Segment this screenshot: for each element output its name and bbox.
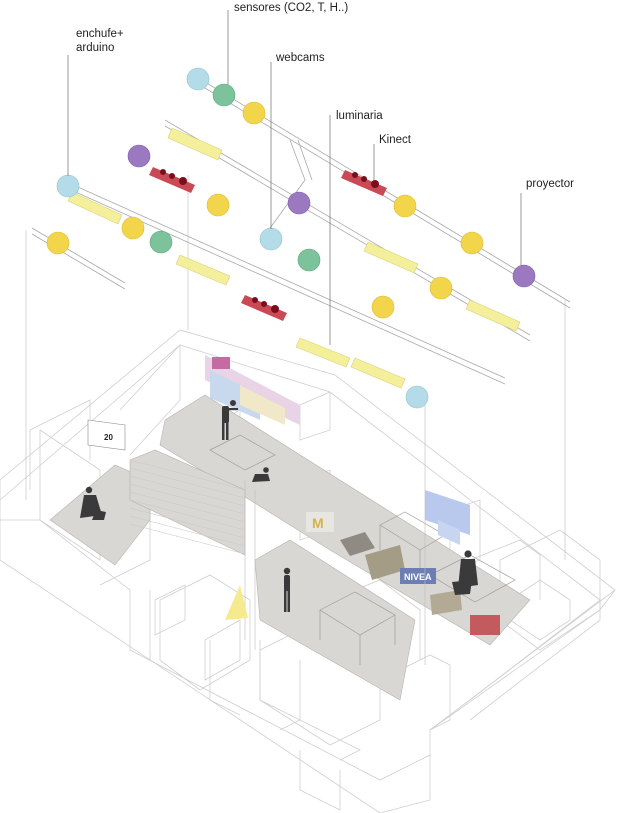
floor-image-red-logo [470, 615, 500, 635]
kinect-unit [149, 167, 195, 193]
sensor-node [212, 83, 236, 107]
sensor-node [149, 230, 173, 254]
webcam-node [56, 174, 80, 198]
label-sensores: sensores (CO2, T, H..) [234, 2, 349, 14]
person-at-wall [222, 400, 238, 440]
kinect-units [149, 167, 387, 321]
luminaire-bar [167, 127, 223, 161]
socket-arduino-node [429, 276, 453, 300]
socket-arduino-node [206, 193, 230, 217]
drop-lines [25, 175, 566, 665]
luminaire-bar [295, 337, 351, 368]
socket-arduino-node [393, 194, 417, 218]
floor-image-light-cone [225, 585, 248, 620]
luminaires [67, 127, 521, 389]
luminaire-bar [350, 357, 406, 389]
floor-image-photo [430, 590, 462, 615]
person-standing-center [283, 567, 291, 612]
projected-content: M NIVEA 20 [87, 355, 500, 635]
kinect-unit [241, 295, 287, 321]
projection-blue-panels [425, 490, 470, 535]
label-kinect: Kinect [379, 134, 411, 146]
person-seated [452, 550, 478, 595]
floor-areas [49, 394, 531, 701]
child-on-floor [252, 467, 270, 482]
webcam-node [259, 227, 283, 251]
person-crouching [80, 486, 106, 520]
people [80, 400, 478, 612]
luminaire-bar [67, 191, 123, 225]
floor-image-nivea [400, 568, 436, 584]
socket-arduino-node [371, 295, 395, 319]
leader-lines [67, 10, 522, 345]
luminaire-bar [465, 299, 521, 332]
luminaire-bar [175, 254, 231, 286]
webcam-node [186, 67, 210, 91]
ceiling-rails [31, 72, 571, 385]
floor-image-landscape [365, 545, 405, 580]
projector-node [287, 191, 311, 215]
floor-image-mcdonalds [306, 512, 334, 532]
floor-image-nivea-text: NIVEA [404, 572, 432, 582]
label-proyector: proyector [526, 178, 574, 190]
floor-image-mc-logo: M [312, 515, 324, 531]
label-webcams: webcams [276, 52, 325, 64]
socket-arduino-node [460, 231, 484, 255]
label-luminaria: luminaria [336, 110, 383, 122]
sensor-node [297, 248, 321, 272]
webcam-node [405, 385, 429, 409]
projector-node [127, 144, 151, 168]
label-enchufe-arduino: enchufe+ arduino [76, 28, 124, 54]
kinect-unit [341, 170, 387, 196]
rail-devices [46, 67, 536, 409]
floor-image-car [340, 532, 375, 556]
socket-arduino-node [242, 101, 266, 125]
wall-display-panel [87, 419, 126, 451]
socket-arduino-node [121, 216, 145, 240]
socket-arduino-node [46, 231, 70, 255]
luminaire-bar [363, 241, 419, 274]
wall-display-number: 20 [104, 433, 113, 442]
projector-node [512, 264, 536, 288]
